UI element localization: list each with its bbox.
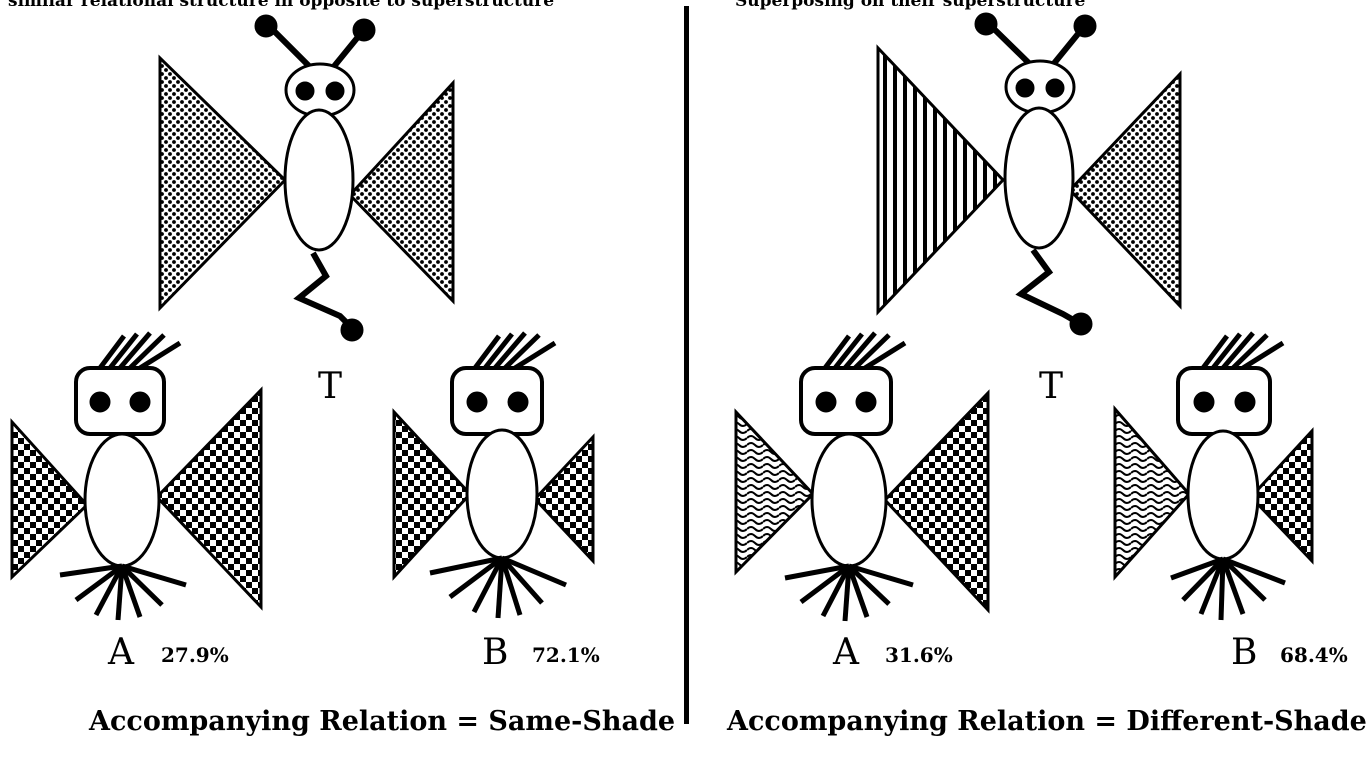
option-b-percent: 68.4% — [1280, 643, 1348, 667]
target-right-wing — [350, 83, 453, 301]
target-body — [285, 110, 353, 250]
top-caption-fragment: similar relational structure in opposite… — [8, 0, 554, 11]
antenna-left-ball — [256, 16, 276, 36]
option-a-percent: 27.9% — [161, 643, 229, 667]
target-creature — [160, 16, 453, 340]
option-a-creature — [12, 333, 261, 620]
option-b-creature — [1115, 333, 1312, 620]
caption-different-shade: Accompanying Relation = Different-Shade — [727, 706, 1366, 737]
option-b-letter: B — [1231, 632, 1257, 673]
antenna-right-ball — [354, 20, 374, 40]
panel-different-shade: Superposing on their superstructure T A … — [683, 0, 1366, 768]
target-label: T — [1039, 366, 1063, 407]
option-a-letter: A — [833, 632, 859, 673]
option-a-letter: A — [108, 632, 134, 673]
target-label: T — [318, 366, 342, 407]
option-a-percent: 31.6% — [885, 643, 953, 667]
caption-same-shade: Accompanying Relation = Same-Shade — [89, 706, 675, 737]
option-b-creature — [394, 333, 593, 618]
option-b-percent: 72.1% — [532, 643, 600, 667]
panel-same-shade: similar relational structure in opposite… — [0, 0, 683, 768]
figure-different-shade — [683, 0, 1366, 768]
target-creature — [878, 14, 1180, 334]
target-leg — [299, 253, 352, 328]
leg-ball — [342, 320, 362, 340]
top-caption-fragment: Superposing on their superstructure — [735, 0, 1085, 11]
option-a-creature — [736, 333, 988, 621]
option-b-letter: B — [482, 632, 508, 673]
target-left-wing — [160, 58, 285, 308]
